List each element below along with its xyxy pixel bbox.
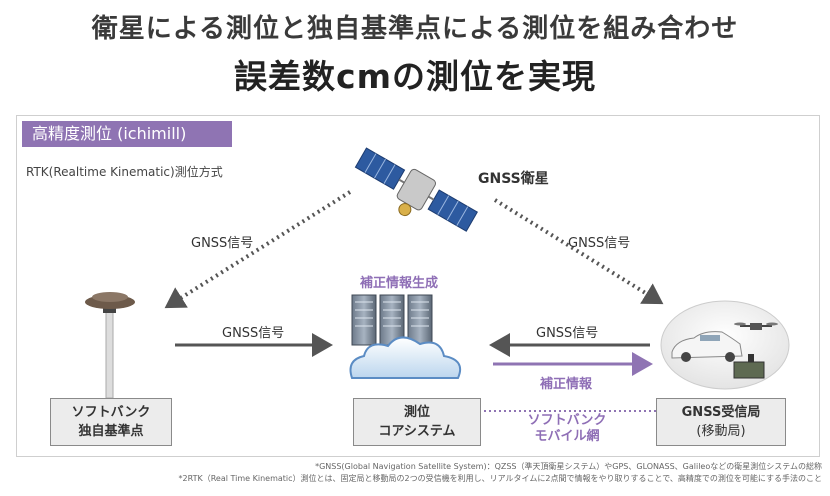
reference-station-line1: ソフトバンク: [71, 405, 151, 420]
footnote-rtk: *2RTK（Real Time Kinematic）測位とは、固定局と移動局の2…: [178, 474, 822, 483]
signal-label-mid-left: GNSS信号: [222, 326, 285, 341]
mobile-receiver-icon: [660, 300, 790, 390]
mobile-network-line1: ソフトバンク: [527, 413, 607, 428]
satellite-icon: [354, 147, 478, 232]
signal-label-left: GNSS信号: [191, 236, 254, 251]
panel-tag: 高精度測位 (ichimill): [22, 121, 232, 147]
signal-label-right: GNSS信号: [568, 236, 631, 251]
mobile-network-label: ソフトバンク モバイル網: [522, 413, 612, 445]
correction-gen-label: 補正情報生成: [360, 276, 439, 291]
receiver-station-line2: (移動局): [696, 424, 746, 439]
headline-line1: 衛星による測位と独自基準点による測位を組み合わせ: [91, 14, 739, 44]
satellite-label: GNSS衛星: [478, 171, 549, 187]
signal-label-mid-right: GNSS信号: [536, 326, 599, 341]
reference-station-box: ソフトバンク 独自基準点: [50, 398, 172, 446]
core-system-line2: コアシステム: [378, 424, 456, 439]
headline-line2: 誤差数cmの測位を実現: [234, 57, 596, 96]
method-caption: RTK(Realtime Kinematic)測位方式: [26, 165, 223, 179]
signal-arrow-to-receiver: [493, 198, 664, 305]
mobile-network-line2: モバイル網: [534, 429, 600, 444]
core-system-box: 測位 コアシステム: [353, 398, 481, 446]
receiver-station-box: GNSS受信局 (移動局): [656, 398, 786, 446]
core-system-line1: 測位: [403, 405, 430, 420]
reference-station-line2: 独自基準点: [78, 424, 144, 439]
receiver-station-line1: GNSS受信局: [681, 405, 761, 420]
reference-antenna-icon: [85, 292, 135, 399]
footnote-gnss: *GNSS(Global Navigation Satellite System…: [315, 462, 822, 471]
correction-info-label: 補正情報: [540, 377, 593, 392]
server-cloud-icon: [349, 294, 462, 379]
